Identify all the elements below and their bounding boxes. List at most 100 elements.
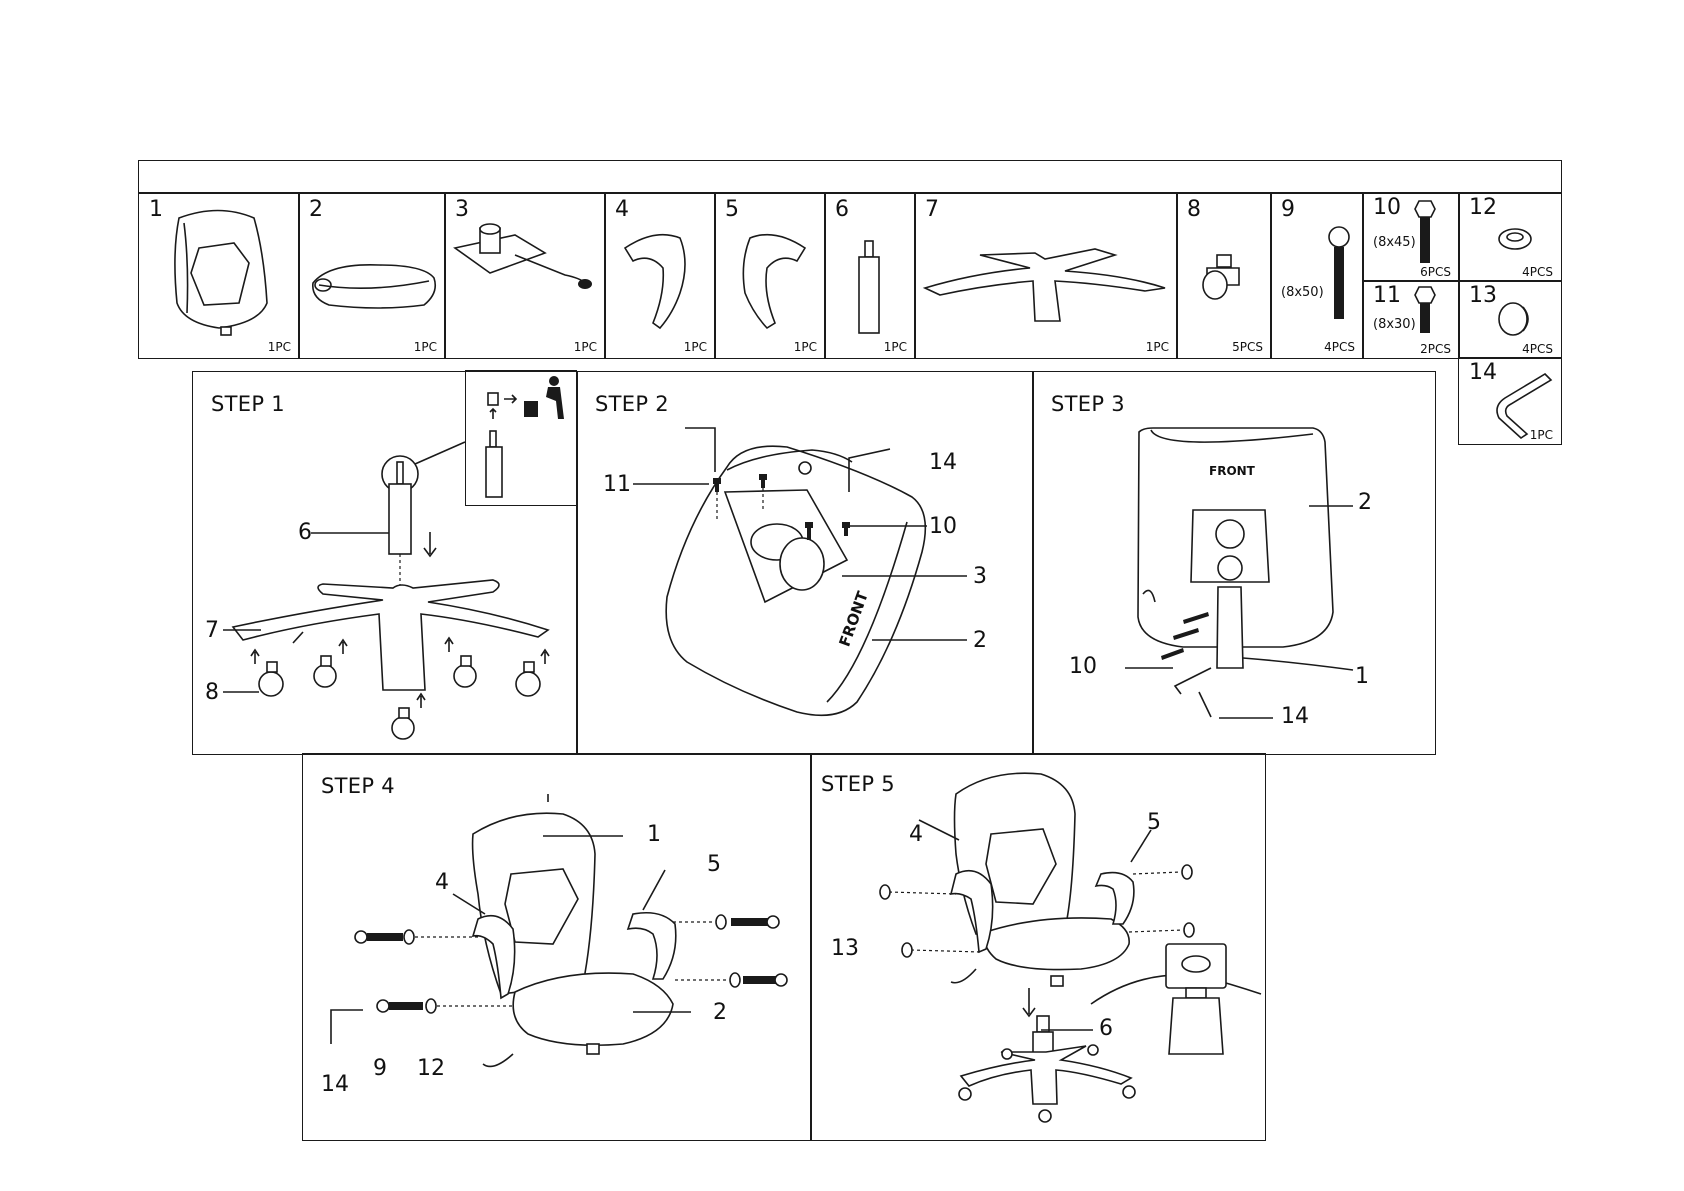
part-number: 2 — [309, 197, 323, 222]
front-label: FRONT — [1209, 464, 1255, 478]
part-qty: 1PC — [267, 340, 291, 354]
backrest-icon — [174, 209, 268, 336]
step-4-drawing — [330, 794, 788, 1068]
part-qty: 1PC — [1145, 340, 1169, 354]
allen-key-icon — [1496, 372, 1553, 440]
short-bolt-icon — [1414, 286, 1436, 333]
callout-14: 14 — [1281, 704, 1309, 729]
part-qty: 4PCS — [1324, 340, 1355, 354]
part-qty: 1PC — [793, 340, 817, 354]
callout-12: 12 — [417, 1056, 445, 1081]
star-base-icon — [922, 248, 1166, 322]
part-number: 3 — [455, 197, 469, 222]
bolt-icon — [1414, 200, 1436, 263]
callout-5: 5 — [1147, 810, 1161, 835]
part-size: (8x30) — [1373, 317, 1416, 332]
step-title: STEP 3 — [1051, 392, 1125, 416]
part-number: 7 — [925, 197, 939, 222]
parts-list-header — [138, 160, 1562, 194]
callout-11: 11 — [603, 472, 631, 497]
part-number: 4 — [615, 197, 629, 222]
part-qty: 1PC — [413, 340, 437, 354]
callout-6: 6 — [298, 520, 312, 545]
part-size: (8x45) — [1373, 235, 1416, 250]
part-qty: 1PC — [1529, 428, 1553, 442]
part-size: (8x50) — [1281, 285, 1324, 300]
step-title: STEP 1 — [211, 392, 285, 416]
part-qty: 6PCS — [1420, 265, 1451, 279]
part-qty: 1PC — [883, 340, 907, 354]
step-3-drawing — [1125, 427, 1354, 719]
step-5-drawing — [879, 772, 1262, 1123]
part-qty: 1PC — [683, 340, 707, 354]
seat-cushion-icon — [312, 264, 437, 309]
part-cell-1: 1 1PC — [138, 192, 300, 359]
callout-8: 8 — [205, 680, 219, 705]
mechanism-plate-icon — [453, 223, 592, 289]
discard-cap-icon — [485, 376, 564, 498]
callout-2: 2 — [713, 1000, 727, 1025]
callout-4: 4 — [909, 822, 923, 847]
part-cell-5: 5 1PC — [714, 192, 826, 359]
part-number: 10 — [1373, 195, 1401, 220]
step-1-panel: STEP 1 — [192, 370, 578, 755]
long-bolt-icon — [1328, 226, 1350, 319]
callout-10: 10 — [1069, 654, 1097, 679]
gas-lift-icon — [858, 240, 880, 334]
callout-5: 5 — [707, 852, 721, 877]
part-cell-11: 11 (8x30) 2PCS — [1362, 280, 1460, 359]
callout-9: 9 — [373, 1056, 387, 1081]
step-title: STEP 4 — [321, 774, 395, 798]
part-qty: 1PC — [573, 340, 597, 354]
step-5-panel: STEP 5 5 4 13 6 — [810, 753, 1266, 1141]
step-3-panel: STEP 3 FRONT 2 10 1 14 — [1032, 371, 1436, 755]
cap-icon — [1498, 302, 1529, 336]
callout-10: 10 — [929, 514, 957, 539]
step-title: STEP 5 — [821, 772, 895, 796]
step-4-panel: STEP 4 1 4 5 2 14 9 12 — [302, 753, 812, 1141]
part-number: 1 — [149, 197, 163, 222]
left-armrest-icon — [623, 233, 686, 330]
caster-icon — [1202, 254, 1240, 300]
part-qty: 5PCS — [1232, 340, 1263, 354]
part-qty: 2PCS — [1420, 342, 1451, 356]
step-2-drawing — [633, 427, 967, 717]
part-number: 8 — [1187, 197, 1201, 222]
part-cell-13: 13 4PCS — [1458, 280, 1562, 359]
right-armrest-icon — [742, 233, 807, 330]
callout-6: 6 — [1099, 1016, 1113, 1041]
callout-1: 1 — [647, 822, 661, 847]
callout-4: 4 — [435, 870, 449, 895]
callout-13: 13 — [831, 936, 859, 961]
part-cell-12: 12 4PCS — [1458, 192, 1562, 282]
callout-14: 14 — [929, 450, 957, 475]
part-cell-8: 8 5PCS — [1176, 192, 1272, 359]
callout-2: 2 — [973, 628, 987, 653]
part-cell-14: 14 1PC — [1458, 357, 1562, 445]
callout-14: 14 — [321, 1072, 349, 1097]
step-1-drawing — [223, 441, 550, 740]
part-cell-2: 2 1PC — [298, 192, 446, 359]
part-cell-9: 9 (8x50) 4PCS — [1270, 192, 1364, 359]
part-cell-4: 4 1PC — [604, 192, 716, 359]
part-cell-7: 7 1PC — [914, 192, 1178, 359]
part-qty: 4PCS — [1522, 342, 1553, 356]
part-cell-10: 10 (8x45) 6PCS — [1362, 192, 1460, 282]
part-number: 12 — [1469, 195, 1497, 220]
callout-1: 1 — [1355, 664, 1369, 689]
callout-2: 2 — [1358, 490, 1372, 515]
part-cell-3: 3 1PC — [444, 192, 606, 359]
step-title: STEP 2 — [595, 392, 669, 416]
part-number: 14 — [1469, 360, 1497, 385]
step-2-panel: STEP 2 FRONT 11 14 10 3 2 — [576, 371, 1034, 755]
part-number: 13 — [1469, 283, 1497, 308]
part-qty: 4PCS — [1522, 265, 1553, 279]
part-cell-6: 6 1PC — [824, 192, 916, 359]
part-number: 5 — [725, 197, 739, 222]
part-number: 11 — [1373, 283, 1401, 308]
callout-3: 3 — [973, 564, 987, 589]
callout-7: 7 — [205, 618, 219, 643]
part-number: 9 — [1281, 197, 1295, 222]
part-number: 6 — [835, 197, 849, 222]
washer-icon — [1498, 228, 1532, 250]
